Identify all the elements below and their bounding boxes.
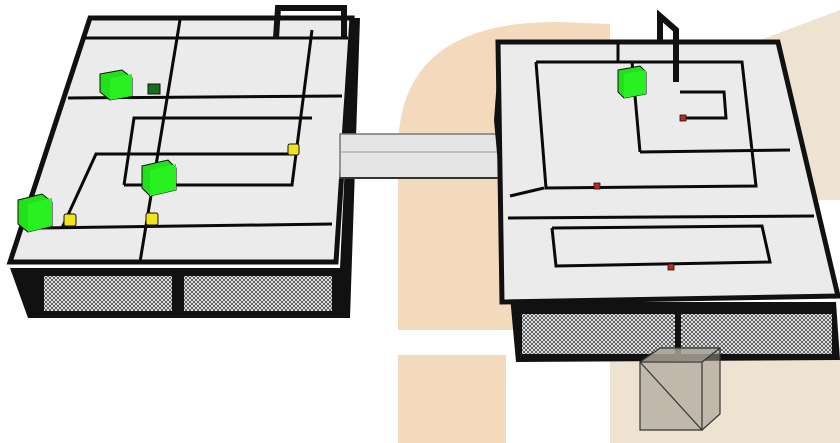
- yellow-marker[interactable]: [146, 213, 158, 225]
- yellow-marker[interactable]: [64, 214, 76, 226]
- bridge[interactable]: [340, 134, 506, 178]
- left-mesh-panel-1: [44, 276, 172, 311]
- watermark-lower-left: [398, 355, 506, 443]
- red-marker[interactable]: [668, 264, 674, 270]
- dark-green-marker[interactable]: [148, 84, 160, 94]
- green-box[interactable]: [618, 66, 646, 98]
- green-box[interactable]: [18, 194, 52, 232]
- left-platform[interactable]: [10, 8, 360, 318]
- green-box[interactable]: [100, 70, 132, 100]
- left-mesh-panel-2: [184, 276, 332, 311]
- translucent-box[interactable]: [640, 348, 720, 430]
- yellow-marker[interactable]: [288, 144, 299, 155]
- red-marker[interactable]: [680, 115, 686, 121]
- red-marker[interactable]: [594, 183, 600, 189]
- green-box[interactable]: [142, 160, 176, 196]
